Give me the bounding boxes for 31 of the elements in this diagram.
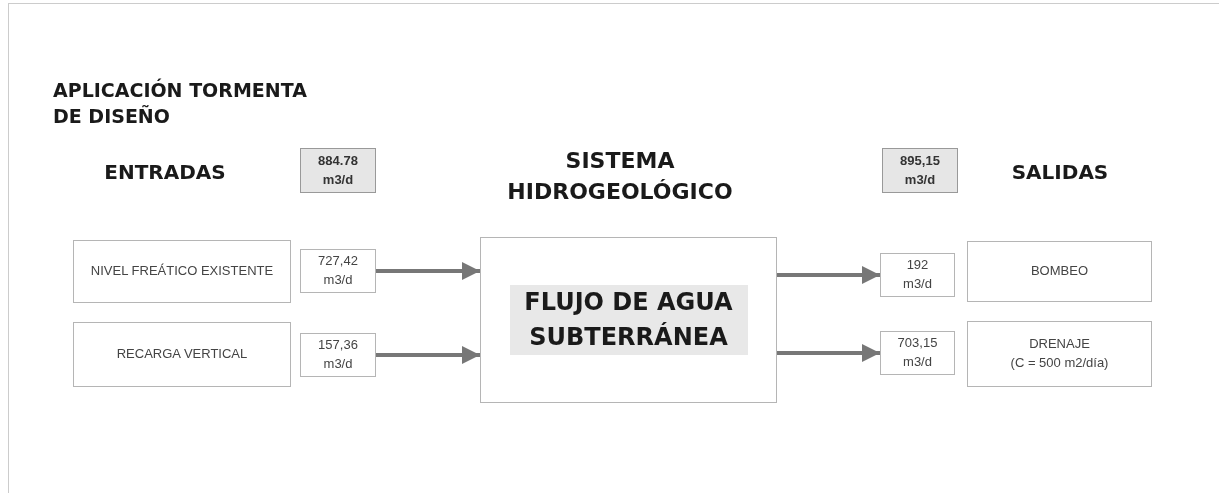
- arrow: [777, 344, 880, 362]
- system-box: [480, 237, 777, 403]
- arrow: [777, 266, 880, 284]
- node-text: 703,15 m3/d: [896, 334, 939, 371]
- column-heading: SALIDAS: [1010, 159, 1110, 186]
- process-box: [73, 240, 291, 303]
- node-text: DRENAJE: [1029, 335, 1090, 354]
- arrow: [376, 346, 480, 364]
- flow-value-box: [300, 249, 376, 293]
- title: APLICACIÓN TORMENTA DE DISEÑO: [53, 78, 308, 129]
- column-heading: ENTRADAS: [103, 159, 227, 186]
- total-flow-box: [300, 148, 376, 193]
- node-text: RECARGA VERTICAL: [116, 345, 248, 364]
- flow-value-box: [300, 333, 376, 377]
- process-box: [73, 322, 291, 387]
- flow-value-box: [880, 253, 955, 297]
- node-text: NIVEL FREÁTICO EXISTENTE: [90, 262, 274, 281]
- node-text: 884.78 m3/d: [317, 151, 359, 189]
- process-box: [967, 241, 1152, 302]
- node-text: BOMBEO: [1030, 262, 1089, 281]
- node-text: 192 m3/d: [902, 256, 933, 293]
- process-box: [967, 321, 1152, 387]
- node-text: 727,42 m3/d: [317, 252, 359, 289]
- total-flow-box: [882, 148, 958, 193]
- flow-value-box: [880, 331, 955, 375]
- node-text: (C = 500 m2/día): [1010, 354, 1109, 372]
- node-text: 157,36 m3/d: [317, 336, 359, 373]
- arrow: [376, 262, 480, 280]
- column-heading: SISTEMA HIDROGEOLÓGICO: [506, 147, 734, 206]
- node-text: 895,15 m3/d: [899, 151, 941, 189]
- node-text: FLUJO DE AGUA SUBTERRÁNEA: [509, 285, 748, 355]
